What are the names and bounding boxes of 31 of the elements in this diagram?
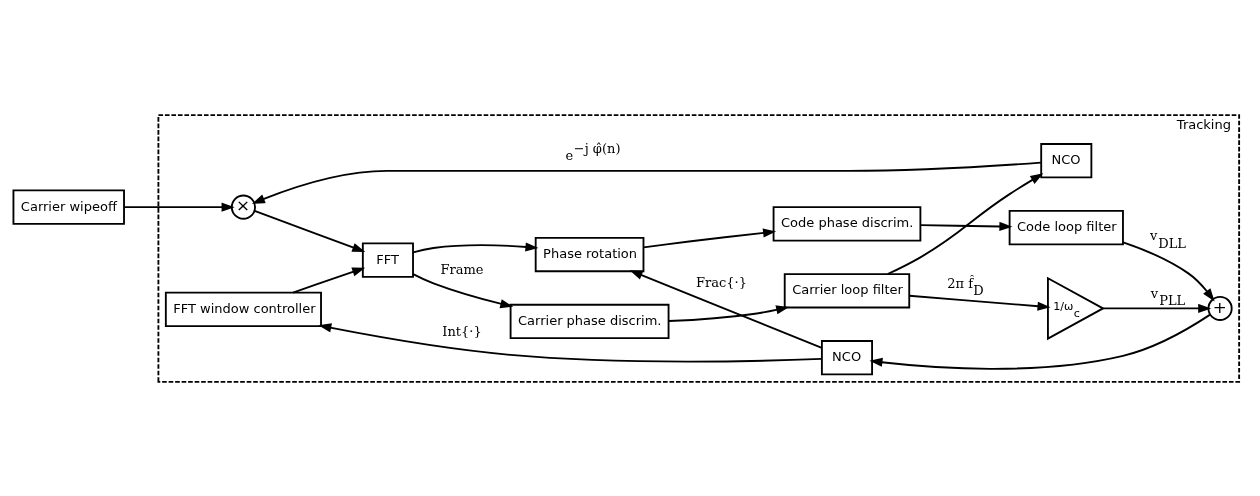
node-box: NCO <box>820 339 873 375</box>
arrow <box>869 313 1212 370</box>
arrow <box>642 227 777 248</box>
arrow <box>292 267 366 293</box>
arrow <box>668 304 790 322</box>
node-box: Carrier wipeoff <box>12 189 125 225</box>
arrow <box>886 172 1044 275</box>
arrow <box>412 241 539 253</box>
edge-label: Int{·} <box>442 323 482 339</box>
arrow <box>629 269 823 349</box>
arrow <box>1102 303 1212 313</box>
arrow <box>1122 240 1215 301</box>
arrow <box>919 221 1013 231</box>
node-box: FFT <box>361 241 414 278</box>
arrow <box>253 209 366 252</box>
node-box: Phase rotation <box>534 236 645 272</box>
node-circle: + <box>1207 295 1233 321</box>
arrow <box>908 294 1051 311</box>
edge-label: Frame <box>440 261 484 277</box>
node-box: NCO <box>1040 142 1093 178</box>
node-circle: × <box>230 194 256 220</box>
node-box: Carrier loop filter <box>783 272 911 308</box>
arrow <box>412 272 514 308</box>
arrow <box>251 161 1042 204</box>
node-box: FFT window controller <box>164 291 322 327</box>
arrow <box>318 322 823 363</box>
node-box: Code phase discrim. <box>772 205 922 242</box>
node-box: Carrier phase discrim. <box>509 303 670 339</box>
node-box: Code loop filter <box>1008 209 1124 245</box>
arrow <box>123 202 235 212</box>
edge-label: Frac{·} <box>695 274 747 290</box>
